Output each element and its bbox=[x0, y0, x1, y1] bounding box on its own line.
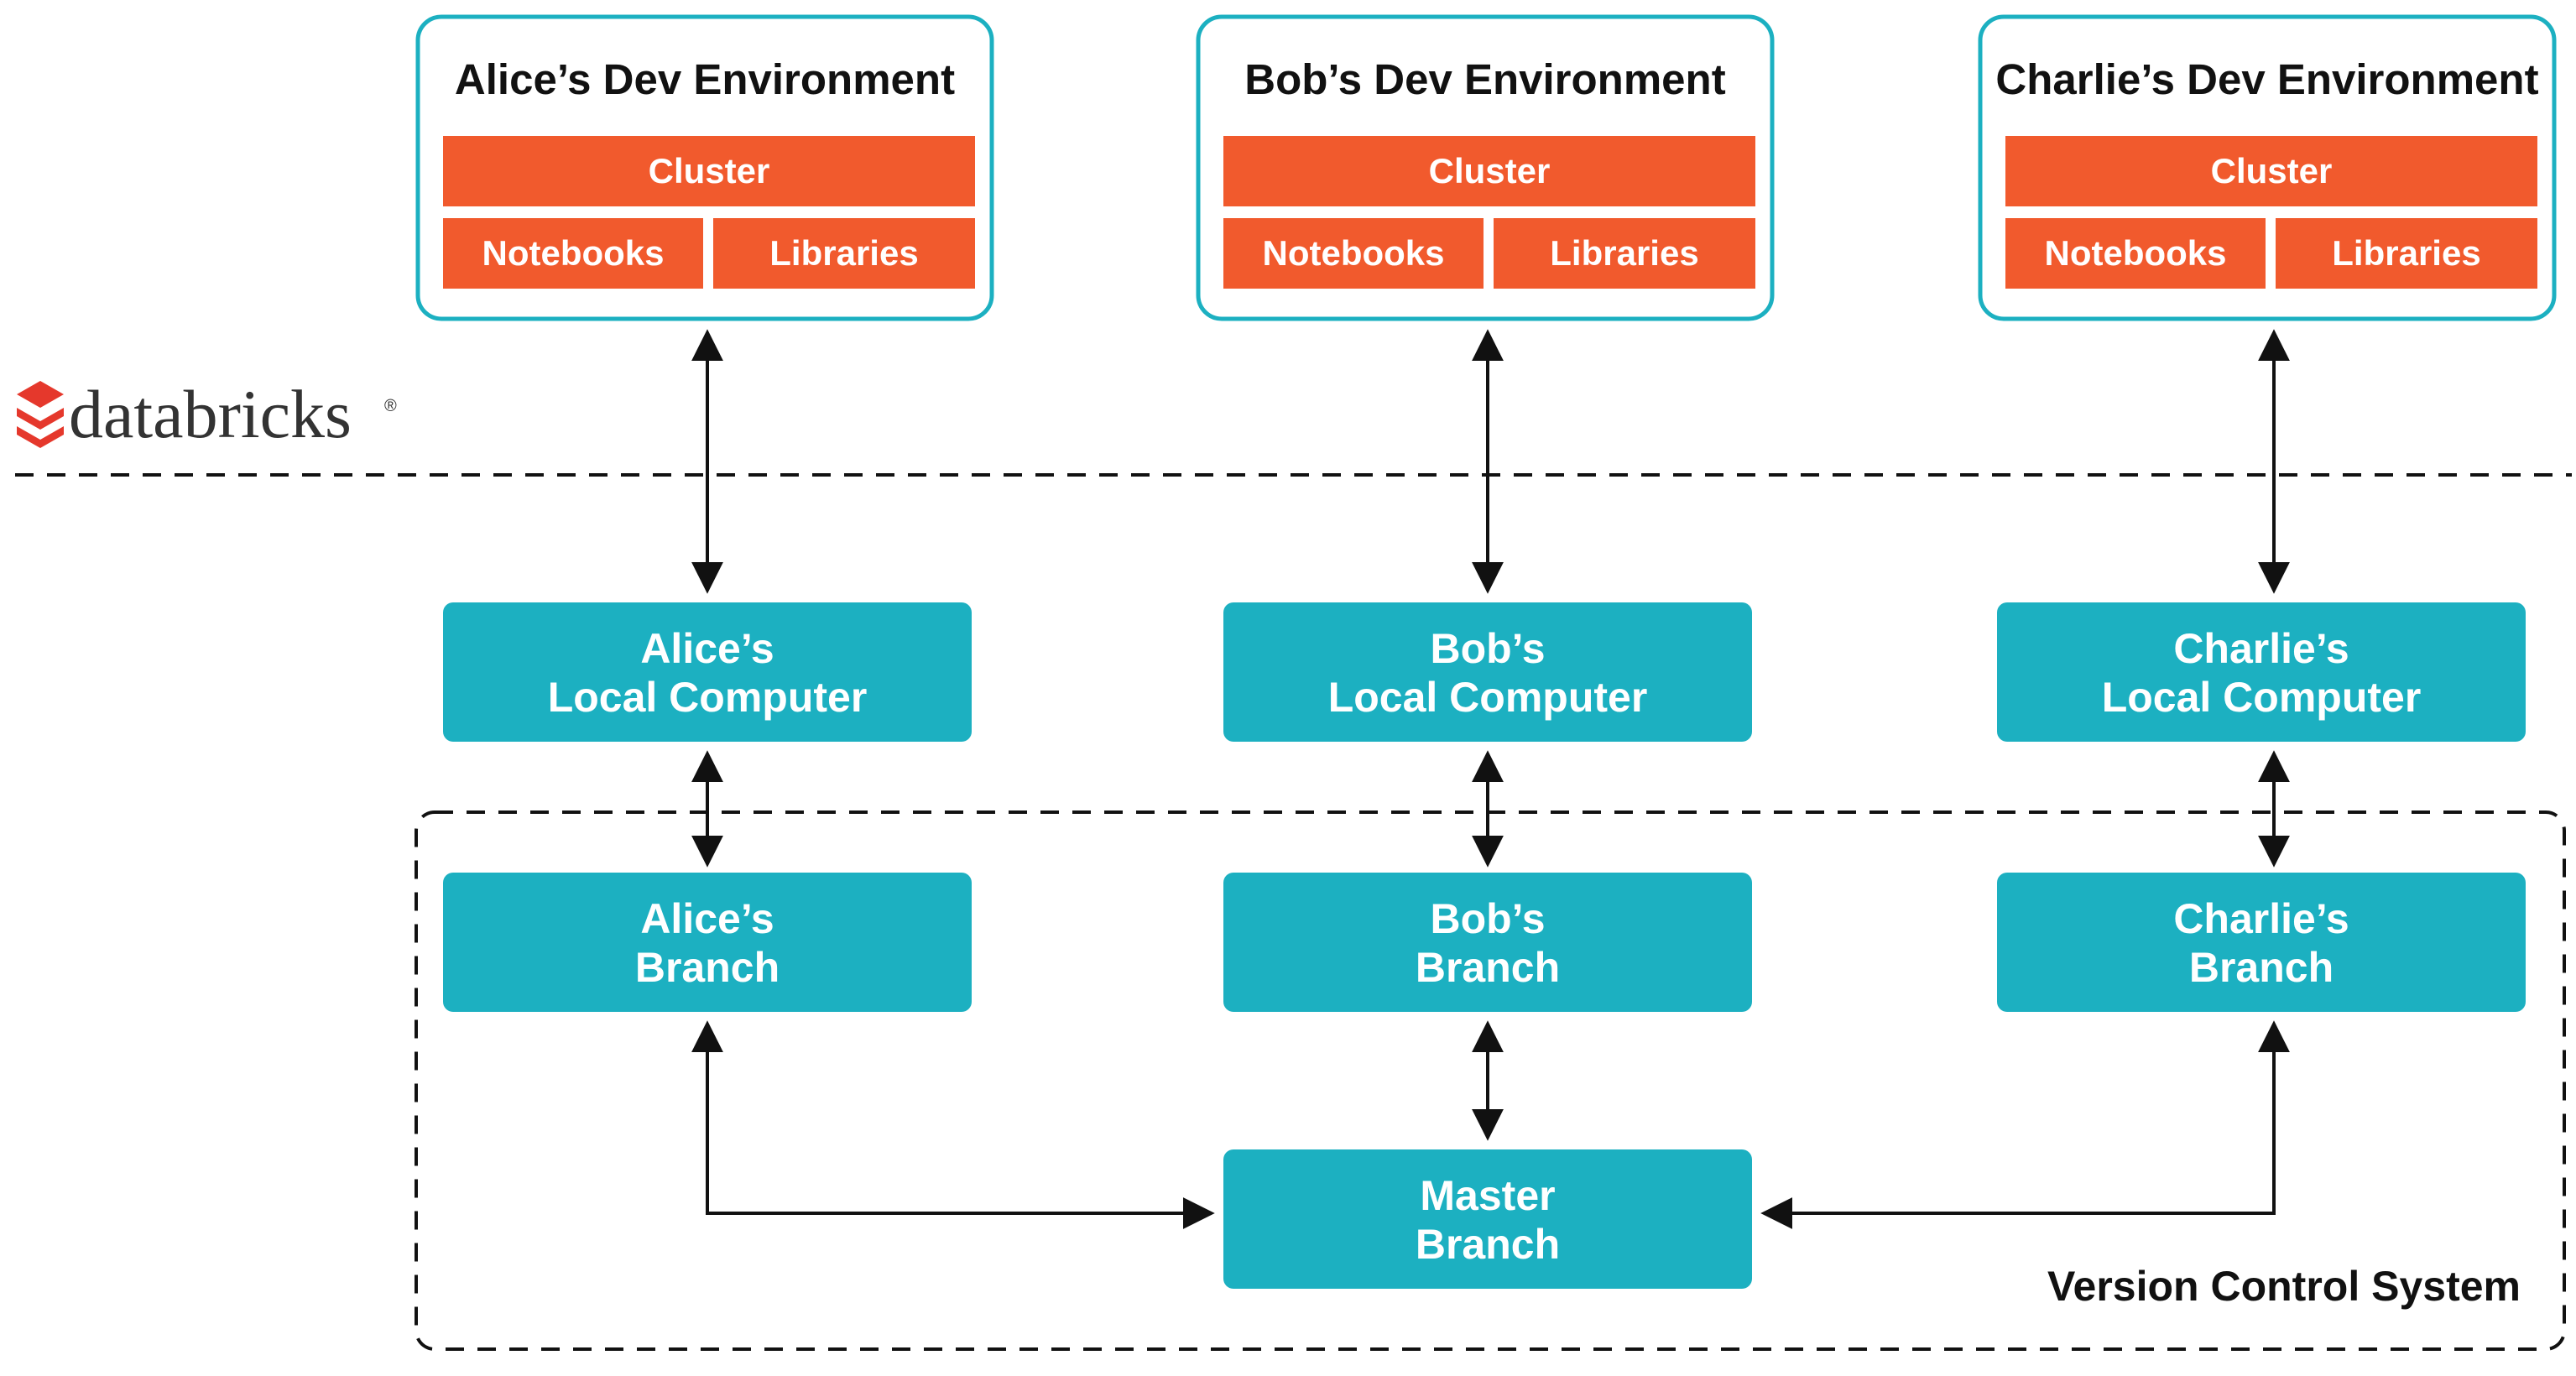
branch-owner: Charlie’s bbox=[2173, 895, 2349, 942]
cluster-box bbox=[1223, 136, 1755, 206]
branch-owner: Bob’s bbox=[1430, 895, 1545, 942]
branch-owner: Alice’s bbox=[640, 895, 774, 942]
branch-bob: Bob’s Branch bbox=[1223, 873, 1752, 1012]
notebooks-box bbox=[443, 218, 703, 289]
databricks-stack-icon bbox=[17, 381, 64, 448]
master-branch-label: Branch bbox=[1416, 1221, 1560, 1268]
branch-box bbox=[443, 873, 972, 1012]
notebooks-label: Notebooks bbox=[482, 233, 664, 273]
databricks-wordmark: databricks bbox=[69, 376, 352, 452]
local-computer-label: Local Computer bbox=[2102, 674, 2422, 721]
libraries-label: Libraries bbox=[1550, 233, 1698, 273]
local-computer-charlie: Charlie’s Local Computer bbox=[1997, 602, 2526, 742]
cluster-label: Cluster bbox=[1429, 151, 1551, 190]
dev-environment-charlie: Charlie’s Dev Environment Cluster Notebo… bbox=[1978, 14, 2557, 321]
branch-charlie: Charlie’s Branch bbox=[1997, 873, 2526, 1012]
dev-environment-alice: Alice’s Dev Environment Cluster Notebook… bbox=[415, 14, 994, 321]
branch-box bbox=[1223, 873, 1752, 1012]
local-computer-owner: Alice’s bbox=[640, 625, 774, 672]
local-computer-box bbox=[1223, 602, 1752, 742]
master-branch: Master Branch bbox=[1223, 1149, 1752, 1289]
local-computer-owner: Charlie’s bbox=[2173, 625, 2349, 672]
master-branch-title: Master bbox=[1420, 1172, 1555, 1219]
dev-environment-title: Charlie’s Dev Environment bbox=[1995, 55, 2538, 103]
dev-environment-title: Alice’s Dev Environment bbox=[455, 55, 955, 103]
dev-environment-title: Bob’s Dev Environment bbox=[1244, 55, 1725, 103]
notebooks-box bbox=[2005, 218, 2266, 289]
libraries-label: Libraries bbox=[769, 233, 918, 273]
arrows bbox=[691, 329, 2290, 1229]
libraries-box bbox=[2276, 218, 2537, 289]
merge-arrow-alice-master bbox=[691, 1020, 1215, 1229]
libraries-box bbox=[1494, 218, 1755, 289]
local-computer-box bbox=[1997, 602, 2526, 742]
master-branch-box bbox=[1223, 1149, 1752, 1289]
local-computer-label: Local Computer bbox=[548, 674, 868, 721]
cluster-label: Cluster bbox=[2211, 151, 2333, 190]
local-computer-bob: Bob’s Local Computer bbox=[1223, 602, 1752, 742]
cluster-box bbox=[443, 136, 975, 206]
branch-label: Branch bbox=[2189, 944, 2334, 991]
libraries-label: Libraries bbox=[2332, 233, 2480, 273]
branch-label: Branch bbox=[635, 944, 780, 991]
vcs-label: Version Control System bbox=[2047, 1263, 2521, 1310]
dev-environment-bob: Bob’s Dev Environment Cluster Notebooks … bbox=[1196, 14, 1775, 321]
merge-arrow-charlie-master bbox=[1760, 1020, 2290, 1229]
cluster-box bbox=[2005, 136, 2537, 206]
local-computer-box bbox=[443, 602, 972, 742]
branch-box bbox=[1997, 873, 2526, 1012]
notebooks-label: Notebooks bbox=[2044, 233, 2226, 273]
branch-alice: Alice’s Branch bbox=[443, 873, 972, 1012]
local-computer-alice: Alice’s Local Computer bbox=[443, 602, 972, 742]
local-computer-owner: Bob’s bbox=[1430, 625, 1545, 672]
local-computer-label: Local Computer bbox=[1328, 674, 1648, 721]
branch-label: Branch bbox=[1416, 944, 1560, 991]
notebooks-label: Notebooks bbox=[1262, 233, 1444, 273]
cluster-label: Cluster bbox=[649, 151, 770, 190]
notebooks-box bbox=[1223, 218, 1484, 289]
libraries-box bbox=[713, 218, 975, 289]
registered-mark: ® bbox=[384, 397, 397, 415]
databricks-logo: databricks ® bbox=[17, 376, 397, 452]
